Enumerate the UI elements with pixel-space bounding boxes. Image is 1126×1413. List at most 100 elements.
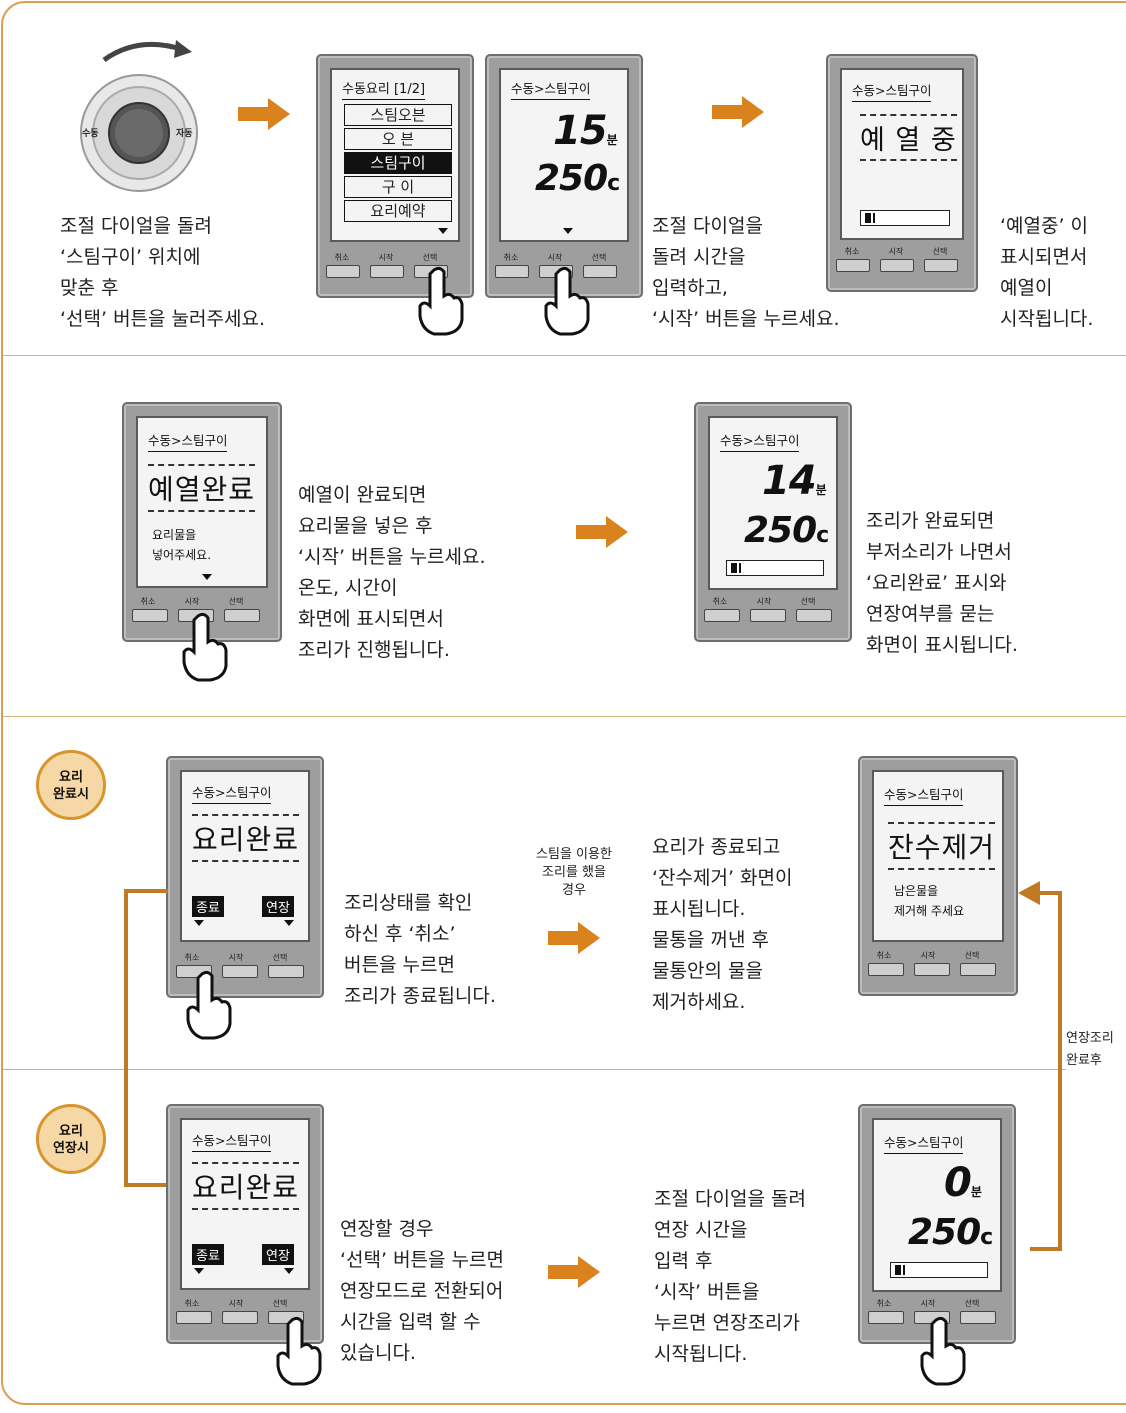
- select-label: 선택: [272, 1299, 288, 1308]
- divider: [3, 716, 1126, 717]
- start-button[interactable]: [880, 259, 914, 272]
- select-button[interactable]: [796, 609, 832, 622]
- select-label: 선택: [228, 597, 244, 606]
- arrow-left-icon: [1018, 881, 1040, 905]
- screen-header: 수동>스팀구이: [852, 80, 932, 102]
- cancel-button[interactable]: [868, 963, 904, 976]
- hand-pointer-icon: [182, 612, 228, 682]
- oven-panel: 수동>스팀구이 15분 250c 취소 시작 선택: [485, 54, 643, 298]
- scroll-down-icon: [202, 574, 212, 580]
- start-label: 시작: [547, 253, 563, 262]
- connector-line: [124, 889, 168, 893]
- end-tag: 종료: [192, 1244, 224, 1265]
- cancel-button[interactable]: [495, 265, 529, 278]
- select-button[interactable]: [268, 965, 304, 978]
- select-button[interactable]: [924, 259, 958, 272]
- start-button[interactable]: [914, 963, 950, 976]
- start-label: 시작: [888, 247, 904, 256]
- select-label: 선택: [964, 951, 980, 960]
- oven-panel: 수동>스팀구이 요리완료 종료 연장 취소 시작 선택: [166, 1104, 324, 1344]
- hand-pointer-icon: [418, 266, 464, 336]
- button-row: 취소 시작 선택: [132, 596, 272, 626]
- select-button[interactable]: [224, 609, 260, 622]
- hand-pointer-icon: [920, 1316, 966, 1386]
- button-row: 취소 시작 선택: [176, 952, 314, 982]
- cancel-label: 취소: [876, 951, 892, 960]
- arrow-right-icon: [238, 98, 290, 130]
- screen-header: 수동>스팀구이: [511, 78, 591, 100]
- oven-panel: 수동>스팀구이 0분 250c 취소 시작 선택: [858, 1104, 1016, 1344]
- divider: [3, 1069, 1126, 1070]
- cooking-done-status: 요리완료: [192, 1162, 300, 1210]
- preheat-done-status: 예열완료: [148, 464, 256, 512]
- button-row: 취소 시작 선택: [836, 246, 968, 276]
- start-label: 시작: [756, 597, 772, 606]
- menu-item: 구 이: [344, 176, 452, 198]
- button-row: 취소 시작 선택: [326, 252, 464, 282]
- cooking-done-status: 요리완료: [192, 814, 300, 862]
- select-label: 선택: [932, 247, 948, 256]
- start-label: 시작: [920, 951, 936, 960]
- temp-display: 250c: [908, 1212, 993, 1253]
- arrow-right-icon: [712, 96, 764, 128]
- menu-header: 수동요리 [1/2]: [342, 78, 426, 100]
- menu-item: 요리예약: [344, 200, 452, 222]
- screen-message: 요리물을: [152, 528, 197, 542]
- select-button[interactable]: [583, 265, 617, 278]
- drain-water-status: 잔수제거: [888, 822, 996, 870]
- start-label: 시작: [228, 1299, 244, 1308]
- step-text: 조절 다이얼을 돌려‘스팀구이’ 위치에 맞춘 후‘선택’ 버튼을 눌러주세요.: [60, 215, 265, 330]
- end-tag: 종료: [192, 896, 224, 917]
- oven-panel: 수동>스팀구이 요리완료 종료 연장 취소 시작 선택: [166, 756, 324, 998]
- screen-header: 수동>스팀구이: [148, 430, 228, 452]
- screen-header: 수동>스팀구이: [720, 430, 800, 452]
- time-display: 14분: [762, 458, 827, 504]
- step-text: 요리가 종료되고‘잔수제거’ 화면이 표시됩니다.물통을 꺼낸 후 물통안의 물…: [652, 836, 793, 1013]
- cancel-button[interactable]: [836, 259, 870, 272]
- select-button[interactable]: [960, 963, 996, 976]
- start-button[interactable]: [222, 965, 258, 978]
- select-button[interactable]: [960, 1311, 996, 1324]
- display-screen: 수동>스팀구이 15분 250c: [499, 68, 629, 242]
- cancel-label: 취소: [140, 597, 156, 606]
- menu-item: 스팀오븐: [344, 104, 452, 126]
- start-button[interactable]: [370, 265, 404, 278]
- cancel-button[interactable]: [326, 265, 360, 278]
- cancel-label: 취소: [184, 953, 200, 962]
- button-row: 취소 시작 선택: [704, 596, 842, 626]
- connector-line: [1058, 893, 1062, 1251]
- cancel-label: 취소: [184, 1299, 200, 1308]
- preheating-status: 예 열 중: [860, 114, 957, 161]
- oven-panel: 수동>스팀구이 잔수제거 남은물을 제거해 주세요 취소 시작 선택: [858, 756, 1018, 996]
- select-label: 선택: [964, 1299, 980, 1308]
- cancel-button[interactable]: [132, 609, 168, 622]
- dial-label-auto: 자동: [176, 129, 193, 139]
- start-label: 시작: [228, 953, 244, 962]
- cancel-button[interactable]: [868, 1311, 904, 1324]
- start-button[interactable]: [750, 609, 786, 622]
- screen-message: 넣어주세요.: [152, 548, 212, 562]
- button-row: 취소 시작 선택: [176, 1298, 314, 1328]
- connector-line: [124, 889, 128, 1185]
- start-label: 시작: [184, 597, 200, 606]
- arrow-right-icon: [548, 922, 600, 954]
- cancel-button[interactable]: [176, 1311, 212, 1324]
- select-label: 선택: [272, 953, 288, 962]
- connector-line: [1030, 1247, 1062, 1251]
- cancel-label: 취소: [876, 1299, 892, 1308]
- cancel-button[interactable]: [704, 609, 740, 622]
- start-button[interactable]: [222, 1311, 258, 1324]
- arrow-right-icon: [576, 516, 628, 548]
- progress-bar: [860, 210, 950, 226]
- display-screen: 수동>스팀구이 0분 250c: [872, 1118, 1002, 1292]
